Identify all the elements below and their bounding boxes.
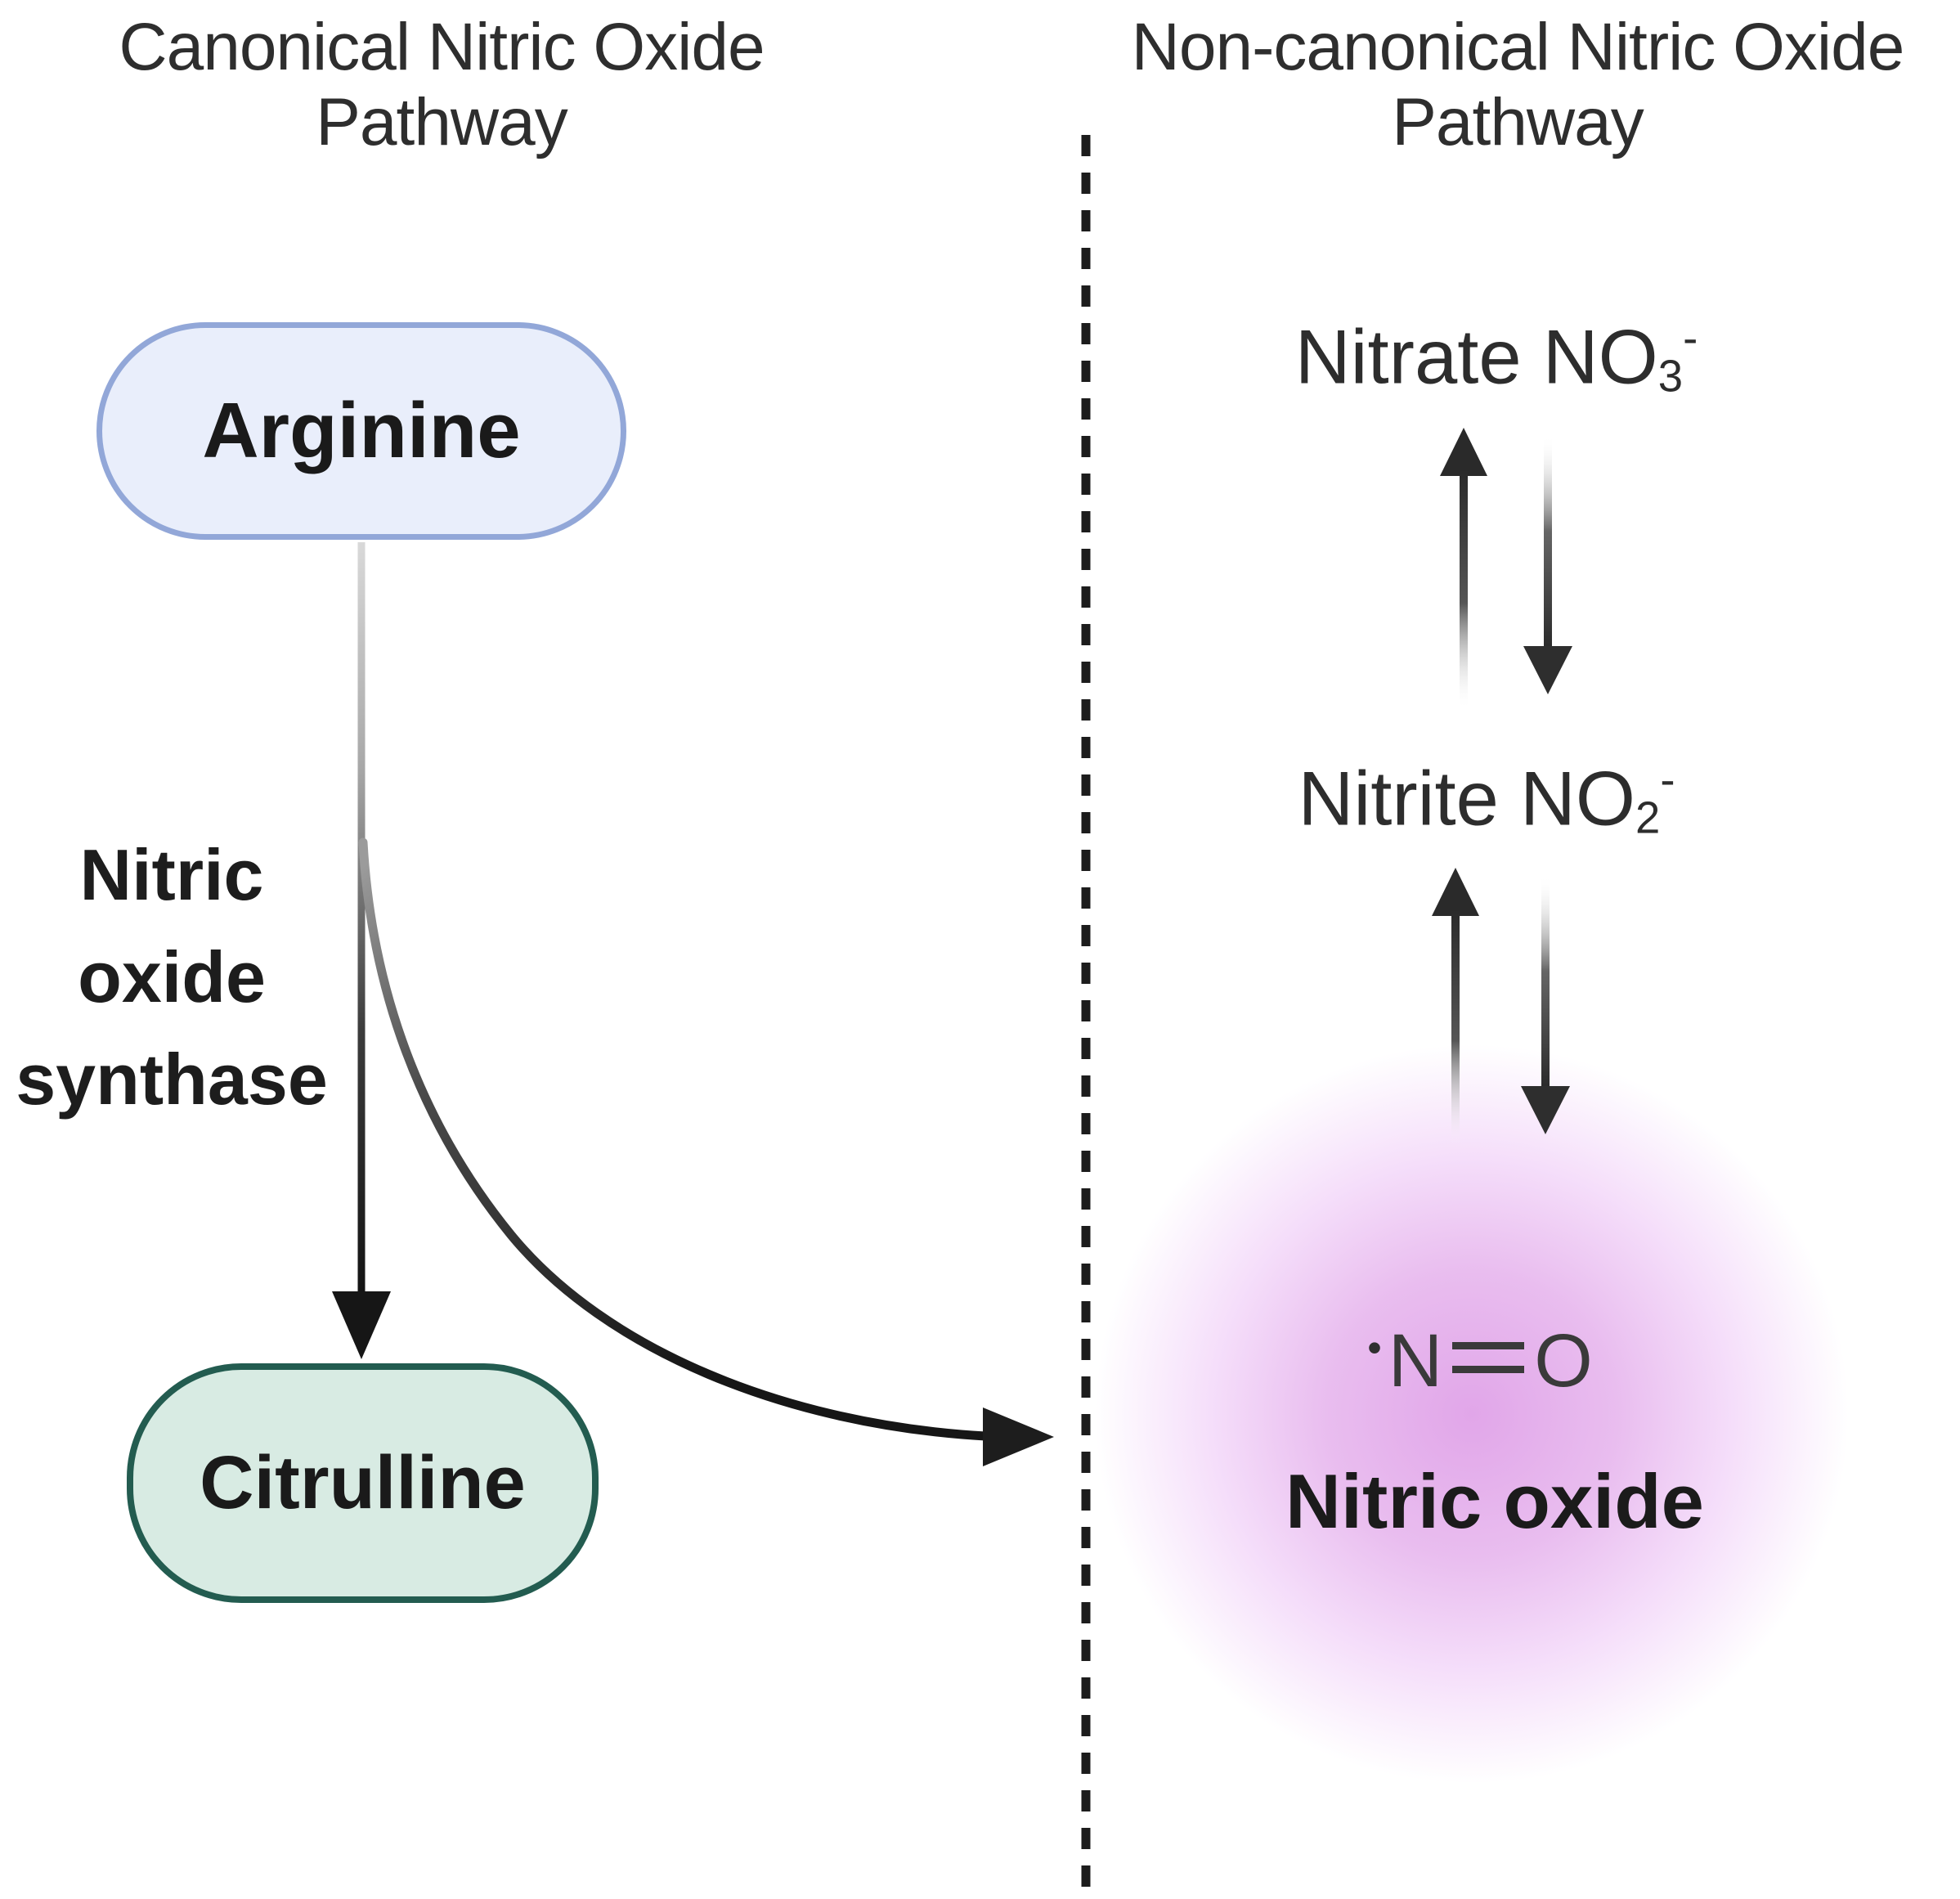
nitrite-label: Nitrite NO2- xyxy=(1143,754,1830,844)
oxygen-atom: O xyxy=(1534,1318,1593,1403)
left-pathway-title: Canonical Nitric Oxide Pathway xyxy=(49,10,834,160)
nitrite-symbol: NO xyxy=(1520,755,1636,842)
citrulline-box: Citrulline xyxy=(127,1363,599,1603)
arginine-label: Arginine xyxy=(202,387,521,474)
right-pathway-title: Non-canonical Nitric Oxide Pathway xyxy=(1075,10,1960,160)
enzyme-label: Nitric oxide synthase xyxy=(0,824,343,1131)
nitrate-symbol: NO xyxy=(1542,313,1658,400)
citrulline-label: Citrulline xyxy=(200,1441,526,1524)
nitric-oxide-glow xyxy=(1088,1037,1856,1791)
main-arrow xyxy=(332,542,391,1359)
left-pathway-title-line2: Pathway xyxy=(316,84,568,159)
interconversion-arrows-nitrite-no xyxy=(1432,868,1570,1143)
nitrite-superscript: - xyxy=(1660,755,1675,805)
double-bond-icon xyxy=(1452,1342,1525,1373)
arginine-box: Arginine xyxy=(96,322,626,540)
enzyme-label-line3: synthase xyxy=(16,1038,328,1120)
nitric-oxide-label: Nitric oxide xyxy=(1285,1458,1704,1544)
right-pathway-title-line2: Pathway xyxy=(1392,84,1644,159)
interconversion-arrows-nitrate-nitrite xyxy=(1440,428,1572,705)
left-pathway-title-line1: Canonical Nitric Oxide xyxy=(119,10,765,84)
enzyme-label-line1: Nitric xyxy=(79,834,264,915)
radical-dot: • xyxy=(1367,1325,1382,1371)
right-pathway-title-line1: Non-canonical Nitric Oxide xyxy=(1131,10,1905,84)
curved-arrow xyxy=(358,837,1054,1466)
nitrite-name: Nitrite xyxy=(1298,755,1521,842)
enzyme-label-line2: oxide xyxy=(78,936,266,1017)
nitrogen-atom: N xyxy=(1388,1318,1443,1403)
nitrite-subscript: 2 xyxy=(1635,792,1661,843)
nitrate-subscript: 3 xyxy=(1657,351,1684,402)
nitric-oxide-molecule: • N O xyxy=(1243,1307,1717,1415)
nitrate-superscript: - xyxy=(1683,313,1698,363)
nitrate-label: Nitrate NO3- xyxy=(1153,312,1840,402)
nitrate-name: Nitrate xyxy=(1294,313,1543,400)
